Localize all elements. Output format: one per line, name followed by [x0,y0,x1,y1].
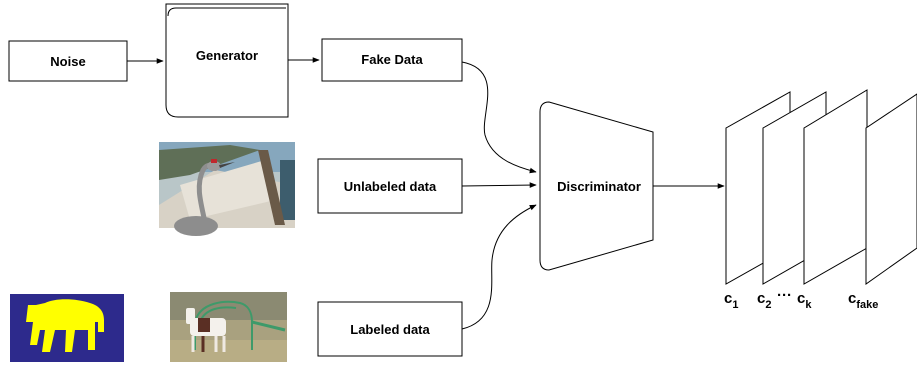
output-planes [725,89,917,285]
bird-photo [159,142,295,236]
edge-unlabeled-discriminator [461,182,537,188]
edge-labeled-discriminator [461,204,537,330]
noise-node: Noise [8,40,128,82]
class-label-cfake: cfake [848,290,878,311]
edge-fakedata-discriminator [461,61,537,174]
labeled-data-label: Labeled data [350,322,430,337]
discriminator-label: Discriminator [557,179,641,194]
horse-photo [170,292,287,362]
horse-segmentation-mask [10,294,124,362]
discriminator-shape [539,101,654,271]
discriminator-node: Discriminator [539,101,654,271]
class-label-ck: ck [797,290,812,311]
unlabeled-data-node: Unlabeled data [317,158,463,214]
unlabeled-data-label: Unlabeled data [344,179,437,194]
fake-data-label: Fake Data [361,52,423,67]
noise-label: Noise [50,54,85,69]
generator-label: Generator [196,48,258,63]
class-label-c2: c2 [757,290,771,311]
fake-data-node: Fake Data [321,38,463,82]
labeled-data-node: Labeled data [317,301,463,357]
generator-shape [165,3,289,118]
generator-node: Generator [165,3,289,118]
class-label-c1: c1 [724,290,738,311]
class-ellipsis: ··· [777,287,792,304]
class-plane-fake [865,93,917,285]
